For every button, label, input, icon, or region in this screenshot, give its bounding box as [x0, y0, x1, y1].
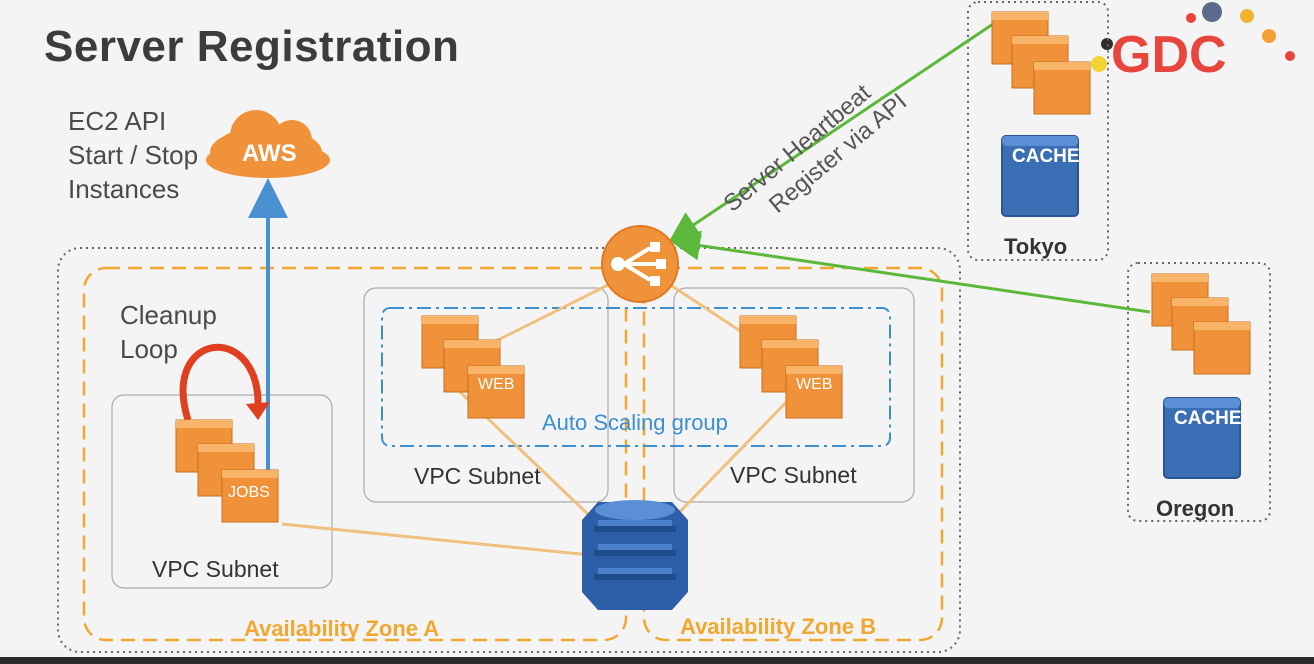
cleanup-loop-note: Cleanup Loop: [120, 298, 217, 366]
web-a-server-stack: [421, 315, 525, 419]
availability-zone-a-border: [82, 266, 628, 642]
availability-zone-b-label: Availability Zone B: [680, 614, 877, 639]
elastic-load-balancer-icon: [601, 225, 679, 303]
jobs-server-label: JOBS: [228, 484, 270, 501]
oregon-cache-label: CACHE: [1174, 408, 1242, 429]
web-subnet-b-label: VPC Subnet: [730, 462, 857, 488]
bottom-bar: [0, 657, 1314, 664]
aws-cloud-label: AWS: [242, 140, 297, 167]
tokyo-heartbeat-arrow: [669, 20, 997, 242]
auto-scaling-group-label: Auto Scaling group: [542, 410, 728, 435]
oregon-region-label: Oregon: [1156, 496, 1235, 521]
web-b-server-label: WEB: [796, 376, 833, 393]
gdc-logo-text: GDC: [1111, 26, 1227, 84]
ec2-note-line-2: Start / Stop: [68, 140, 199, 170]
web-b-to-db-line: [668, 388, 800, 524]
tokyo-region-box: [967, 1, 1109, 261]
web-a-server-label: WEB: [478, 376, 515, 393]
oregon-heartbeat-arrow: [670, 230, 1151, 314]
web-subnet-b-box: [673, 287, 915, 503]
ec2-note-line-3: Instances: [68, 174, 180, 204]
availability-zone-a-label: Availability Zone A: [244, 616, 440, 641]
gdc-logo-icon: GDC: [1091, 2, 1295, 84]
aws-cloud-icon: [206, 110, 330, 178]
cleanup-note-line-1: Cleanup: [120, 300, 217, 330]
oregon-server-stack: [1151, 273, 1251, 375]
availability-zone-b-border: [642, 266, 944, 642]
tokyo-cache-label: CACHE: [1012, 146, 1080, 167]
cleanup-note-line-2: Loop: [120, 334, 178, 364]
web-subnet-a-box: [363, 287, 609, 503]
elb-to-web-a-line: [489, 280, 615, 346]
jobs-to-db-line: [281, 522, 601, 558]
ec2-note-line-1: EC2 API: [68, 106, 167, 136]
gdc-logo: GDC: [1085, 0, 1314, 90]
dynamodb-icon: [582, 500, 688, 610]
tokyo-region-label: Tokyo: [1004, 234, 1068, 259]
cleanup-loop-arrowhead: [246, 402, 270, 420]
oregon-region-box: [1127, 262, 1271, 522]
jobs-subnet-label: VPC Subnet: [152, 556, 279, 582]
cleanup-loop-arrow: [179, 343, 262, 422]
slide-title: Server Registration: [44, 22, 460, 71]
web-b-server-stack: [739, 315, 843, 419]
ec2-api-note: EC2 API Start / Stop Instances: [68, 104, 198, 206]
tokyo-server-stack: [991, 11, 1091, 115]
web-subnet-a-label: VPC Subnet: [414, 463, 541, 489]
vpc-boundary: [57, 247, 961, 653]
auto-scaling-group-border: [381, 307, 891, 447]
